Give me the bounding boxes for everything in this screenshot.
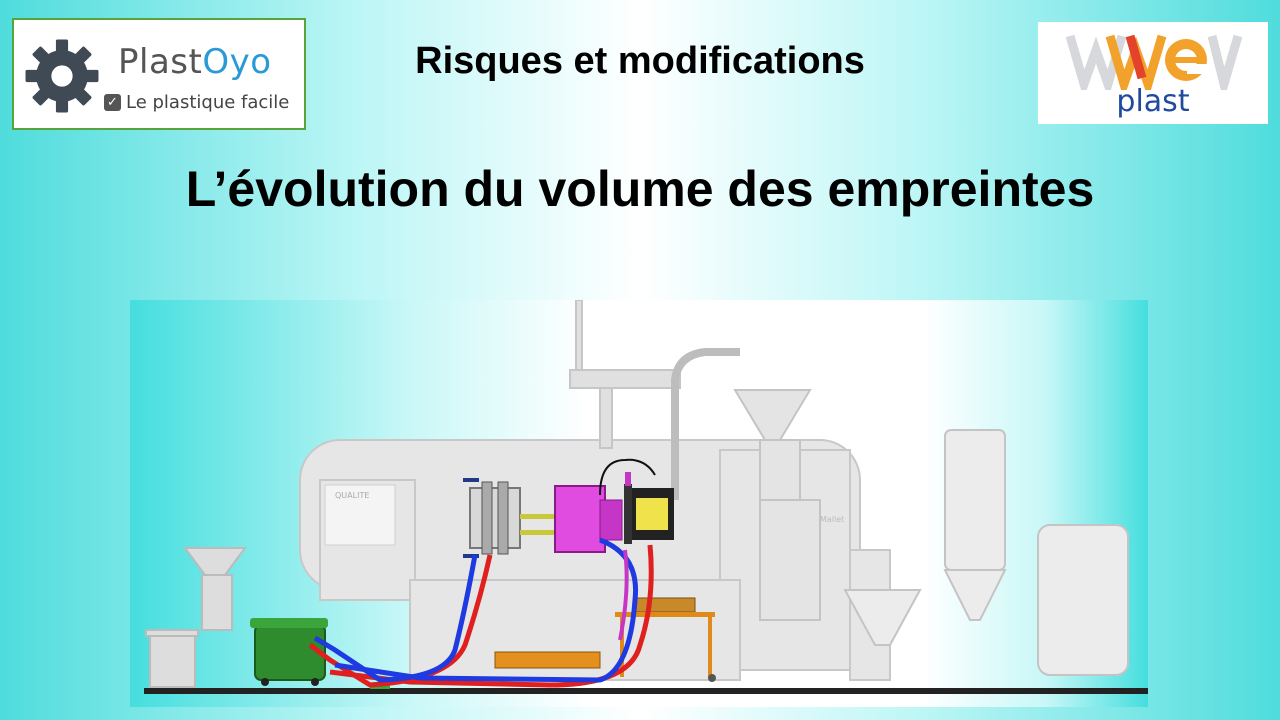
- hopper: [733, 389, 821, 621]
- gear-icon: [25, 39, 99, 113]
- plastoyo-brand: PlastOyo: [118, 42, 272, 82]
- wevplast-wordmark: plast: [1116, 84, 1190, 119]
- injection-press-illustration: QUALITE Mallet: [130, 300, 1148, 707]
- robot-arm: [569, 300, 681, 449]
- mold-moving-half: [554, 485, 623, 553]
- purple-hose: [618, 549, 629, 641]
- quality-panel-label: QUALITE: [335, 491, 369, 500]
- slide-subtitle: Risques et modifications: [415, 40, 865, 82]
- machine-drawing: QUALITE Mallet: [144, 300, 1148, 694]
- dryer: [843, 429, 1129, 676]
- plastoyo-tagline: Le plastique facile: [126, 92, 290, 113]
- guide-rod: [520, 514, 560, 519]
- floor-line: [144, 688, 1148, 694]
- red-hoses: [308, 544, 654, 688]
- wev-logo-mark: [1066, 34, 1242, 90]
- maker-plate-label: Mallet: [820, 515, 844, 524]
- temperature-controller: [250, 618, 390, 689]
- slide-title: L’évolution du volume des empreintes: [185, 161, 1095, 217]
- hot-runner-manifold: [624, 472, 674, 544]
- quality-panel: [324, 484, 396, 546]
- grinder: [145, 547, 247, 688]
- wevplast-logo: plast: [1038, 22, 1268, 124]
- checkbox-icon: ✓: [104, 94, 121, 111]
- parts-tray: [494, 651, 601, 669]
- plastoyo-logo: PlastOyo ✓ Le plastique facile: [12, 18, 306, 130]
- mold-fixed-half: [463, 478, 521, 558]
- feed-tube: [671, 348, 740, 500]
- cable: [599, 458, 656, 496]
- plastoyo-tagline-row: ✓ Le plastique facile: [104, 92, 289, 113]
- guide-rod: [520, 530, 560, 535]
- blue-hoses: [313, 537, 639, 683]
